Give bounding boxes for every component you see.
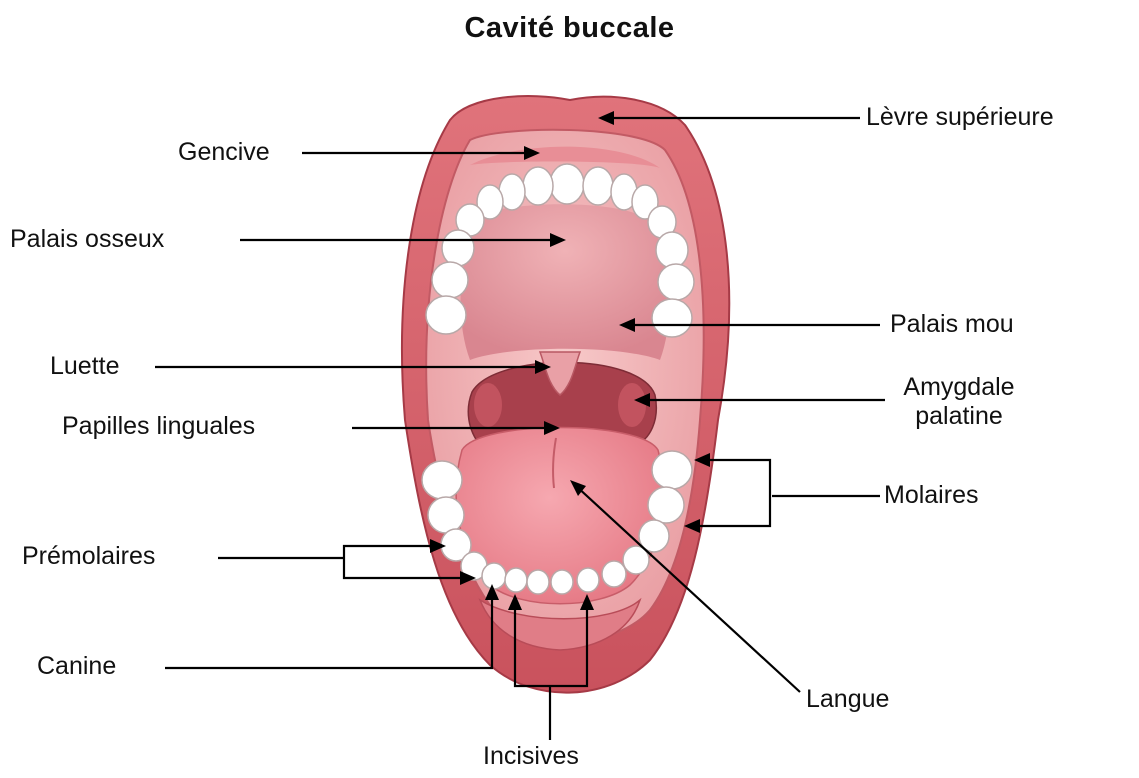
palate — [461, 204, 670, 360]
label-amygdale-line1: Amygdale — [884, 373, 1034, 402]
label-amygdale-palatine: Amygdale palatine — [884, 373, 1034, 431]
label-canine: Canine — [37, 652, 116, 681]
label-langue: Langue — [806, 685, 889, 714]
label-palais-mou: Palais mou — [890, 310, 1014, 339]
label-amygdale-line2: palatine — [884, 402, 1034, 431]
label-papilles-linguales: Papilles linguales — [62, 412, 255, 441]
label-molaires: Molaires — [884, 481, 978, 510]
tonsil-left — [474, 383, 502, 427]
label-incisives: Incisives — [483, 742, 579, 771]
tonsil-right — [618, 383, 646, 427]
label-levre-superieure: Lèvre supérieure — [866, 103, 1054, 132]
label-palais-osseux: Palais osseux — [10, 225, 164, 254]
label-luette: Luette — [50, 352, 120, 381]
label-premolaires: Prémolaires — [22, 542, 155, 571]
diagram-title: Cavité buccale — [0, 12, 1139, 45]
label-gencive: Gencive — [178, 138, 270, 167]
